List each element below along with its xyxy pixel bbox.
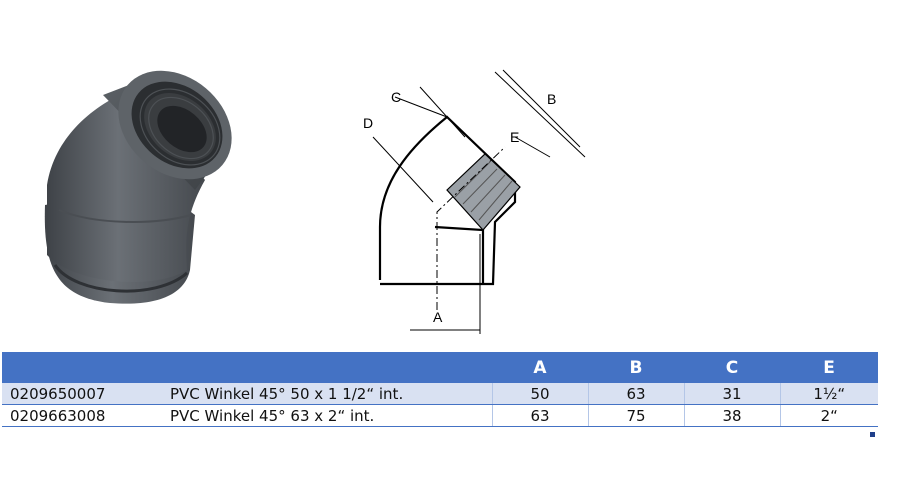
header-e: E (780, 352, 878, 383)
dimensions-table: A B C E 0209650007 PVC Winkel 45° 50 x 1… (2, 352, 878, 427)
cell-c: 31 (683, 383, 780, 405)
product-photo-elbow (44, 70, 232, 304)
cell-description: PVC Winkel 45° 63 x 2“ int. (162, 404, 492, 427)
technical-drawing: C D B E A (363, 69, 586, 334)
header-description (162, 352, 492, 383)
dim-label-c: C (391, 89, 401, 105)
cell-e: 1½“ (779, 383, 878, 405)
dim-label-d: D (363, 115, 373, 131)
cell-a: 50 (491, 383, 588, 405)
dim-label-b: B (547, 91, 556, 107)
dim-label-a: A (433, 309, 443, 325)
cell-e: 2“ (779, 404, 878, 427)
cell-b: 63 (587, 383, 684, 405)
table-header-row: A B C E (2, 352, 878, 383)
table-row: 0209650007 PVC Winkel 45° 50 x 1 1/2“ in… (2, 383, 878, 405)
dim-label-e: E (510, 129, 519, 145)
cell-a: 63 (491, 404, 588, 427)
cell-code: 0209650007 (2, 383, 162, 405)
table-resize-handle[interactable] (870, 432, 875, 437)
header-c: C (684, 352, 780, 383)
header-code (2, 352, 162, 383)
cell-description: PVC Winkel 45° 50 x 1 1/2“ int. (162, 383, 492, 405)
header-a: A (492, 352, 588, 383)
cell-c: 38 (683, 404, 780, 427)
header-b: B (588, 352, 684, 383)
table-row: 0209663008 PVC Winkel 45° 63 x 2“ int. 6… (2, 404, 878, 427)
cell-b: 75 (587, 404, 684, 427)
cell-code: 0209663008 (2, 404, 162, 427)
